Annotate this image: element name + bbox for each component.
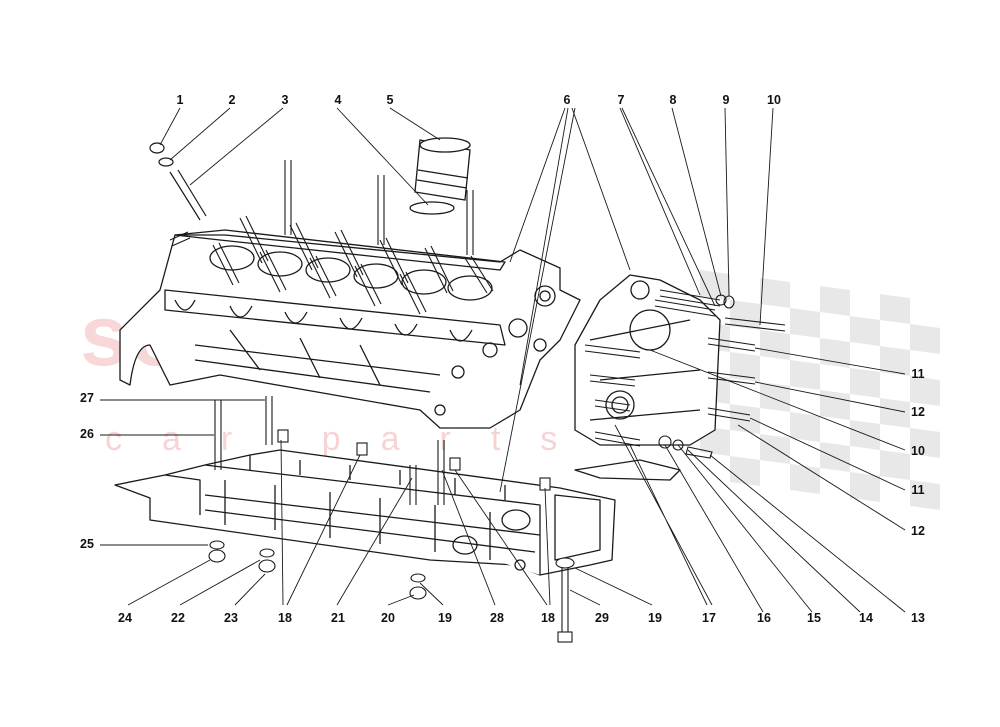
flag-square [880, 294, 910, 324]
cover-bolts [584, 289, 786, 459]
callout-label-29: 29 [595, 611, 609, 625]
callout-label-16: 16 [757, 611, 771, 625]
flag-square [790, 308, 820, 338]
callout-label-18: 18 [278, 611, 292, 625]
flag-square [700, 270, 730, 300]
watermark-sub: car parts [105, 420, 597, 458]
callout-label-10: 10 [911, 444, 925, 458]
callout-label-10: 10 [767, 93, 781, 107]
flag-square [790, 464, 820, 494]
callout-label-19: 19 [438, 611, 452, 625]
callout-label-3: 3 [282, 93, 289, 107]
flag-square [730, 352, 760, 382]
callout-label-27: 27 [80, 391, 94, 405]
callout-label-7: 7 [618, 93, 625, 107]
callout-label-9: 9 [723, 93, 730, 107]
callout-label-23: 23 [224, 611, 238, 625]
flag-square [850, 316, 880, 346]
upper-crankcase [119, 160, 581, 429]
callout-label-28: 28 [490, 611, 504, 625]
callout-label-18: 18 [541, 611, 555, 625]
callout-label-13: 13 [911, 611, 925, 625]
callout-label-11: 11 [911, 367, 924, 381]
flag-square [880, 450, 910, 480]
flag-square [790, 360, 820, 390]
leader-lines [100, 107, 906, 613]
cylinder-liner [414, 137, 471, 201]
callout-label-6: 6 [564, 93, 571, 107]
callout-label-12: 12 [911, 524, 925, 538]
flag-square [880, 398, 910, 428]
callout-label-5: 5 [387, 93, 394, 107]
callout-label-22: 22 [171, 611, 185, 625]
callout-label-12: 12 [911, 405, 925, 419]
flag-square [730, 456, 760, 486]
flag-square [910, 324, 940, 354]
flag-square [880, 346, 910, 376]
callout-label-21: 21 [331, 611, 345, 625]
callout-label-1: 1 [177, 93, 184, 107]
callout-label-8: 8 [670, 93, 677, 107]
flag-square [910, 376, 940, 406]
callout-label-15: 15 [807, 611, 821, 625]
callout-label-19: 19 [648, 611, 662, 625]
callout-label-11: 11 [911, 483, 924, 497]
callout-label-24: 24 [118, 611, 132, 625]
flag-square [850, 420, 880, 450]
flag-square [730, 404, 760, 434]
lower-crankcase [114, 449, 616, 576]
o-ring [409, 201, 455, 215]
flag-square [760, 330, 790, 360]
flag-square [760, 278, 790, 308]
lower-studs [208, 396, 575, 643]
flag-square [850, 368, 880, 398]
flag-square [850, 472, 880, 502]
flag-square [910, 480, 940, 510]
callout-label-17: 17 [702, 611, 716, 625]
flag-square [730, 300, 760, 330]
flag-square [820, 390, 850, 420]
flag-square [910, 428, 940, 458]
flag-square [790, 412, 820, 442]
nut-washer-stud [149, 142, 207, 221]
callout-label-25: 25 [80, 537, 94, 551]
watermark-flag [700, 270, 940, 510]
callout-label-20: 20 [381, 611, 395, 625]
flag-square [760, 434, 790, 464]
callout-label-14: 14 [859, 611, 873, 625]
flag-square [760, 382, 790, 412]
callout-label-2: 2 [229, 93, 236, 107]
flag-square [820, 286, 850, 316]
callout-label-26: 26 [80, 427, 94, 441]
callout-label-4: 4 [335, 93, 342, 107]
